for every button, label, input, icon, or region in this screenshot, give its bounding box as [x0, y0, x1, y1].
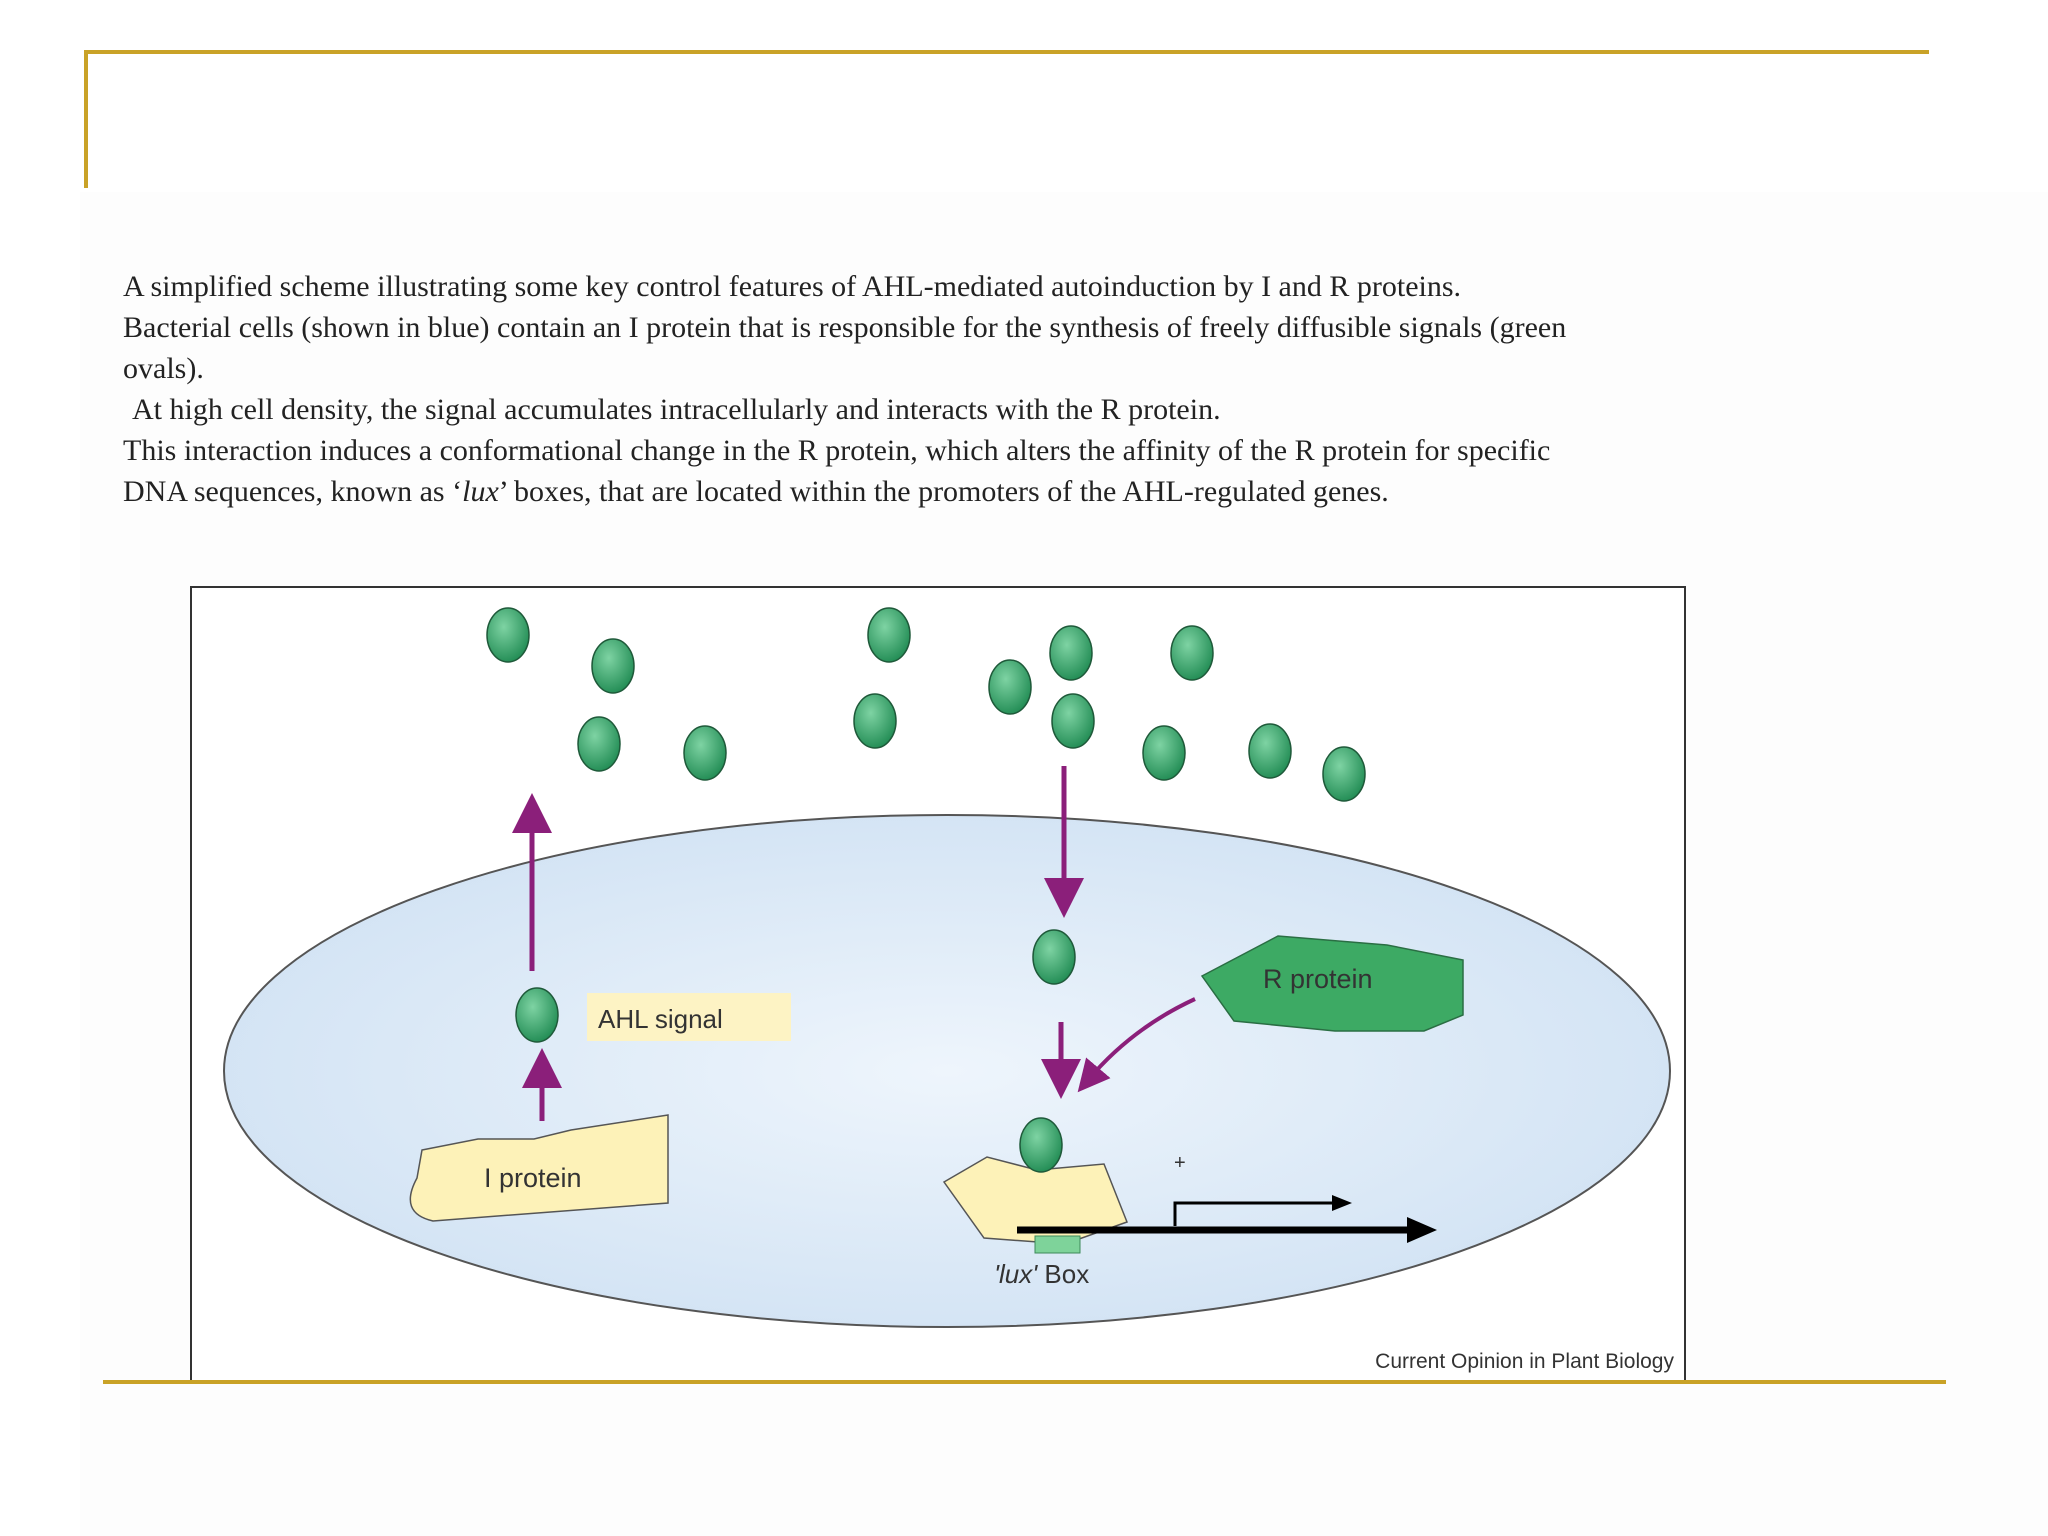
- ahl-signal-label: AHL signal: [598, 1004, 723, 1034]
- signal-oval: [591, 638, 635, 694]
- diagram-canvas: AHL signal I protein R protein + 'lux' B…: [223, 607, 1674, 1373]
- lux-box-label: 'lux' Box: [994, 1259, 1089, 1289]
- transcription-arrow-head: [1332, 1195, 1352, 1211]
- signal-oval: [1170, 625, 1214, 681]
- signal-oval: [853, 693, 897, 749]
- caption-line-6-start: DNA sequences, known as ‘: [123, 475, 463, 508]
- signal-oval: [1322, 746, 1366, 802]
- dna-arrow-head: [1407, 1217, 1437, 1243]
- arrows: [512, 766, 1196, 1121]
- signal-oval: [486, 607, 530, 663]
- signal-oval: [1248, 723, 1292, 779]
- signal-oval: [1049, 625, 1093, 681]
- caption-line-1: A simplified scheme illustrating some ke…: [123, 270, 1462, 303]
- r-protein-label: R protein: [1263, 964, 1373, 994]
- caption-line-3: ovals).: [123, 352, 204, 385]
- transcription-start-arrow: [1173, 1201, 1337, 1226]
- i-protein-label: I protein: [484, 1163, 582, 1193]
- signal-oval: [988, 659, 1032, 715]
- gold-frame-top-rule: [84, 50, 1929, 54]
- caption-line-2: Bacterial cells (shown in blue) contain …: [123, 311, 1567, 344]
- ahl-signal-oval: [515, 987, 559, 1043]
- gold-frame-left-rule: [84, 50, 88, 188]
- lux-box: [1034, 1235, 1081, 1254]
- arrow-r-protein-to-complex: [1077, 997, 1196, 1093]
- intracellular-signal-oval: [1032, 929, 1076, 985]
- signal-oval: [867, 607, 911, 663]
- figure-credit: Current Opinion in Plant Biology: [1375, 1350, 1674, 1373]
- r-protein-complex-shape: [942, 1156, 1128, 1245]
- extracellular-signals: [486, 607, 1366, 802]
- gold-frame-bottom-rule: [103, 1380, 1946, 1384]
- lux-italic-term: lux: [462, 475, 499, 508]
- lux-box-label-rest: Box: [1037, 1259, 1089, 1289]
- caption-line-6-end: ’ boxes, that are located within the pro…: [498, 475, 1389, 508]
- caption-line-6: DNA sequences, known as ‘lux’ boxes, tha…: [123, 471, 1743, 512]
- signal-oval: [577, 716, 621, 772]
- bound-signal-oval: [1019, 1117, 1063, 1173]
- caption-line-5: This interaction induces a conformationa…: [123, 434, 1551, 467]
- signal-oval: [1051, 693, 1095, 749]
- r-protein-shape: [1200, 935, 1464, 1032]
- i-protein-shape: [409, 1114, 669, 1222]
- signal-oval: [683, 725, 727, 781]
- signal-oval: [1142, 725, 1186, 781]
- lux-box-label-italic: 'lux': [994, 1259, 1038, 1289]
- bacterial-cell: [223, 814, 1671, 1328]
- caption-line-4: At high cell density, the signal accumul…: [132, 393, 1221, 426]
- activation-plus-sign: +: [1174, 1152, 1186, 1174]
- slide-caption: A simplified scheme illustrating some ke…: [123, 266, 1743, 512]
- autoinduction-diagram: AHL signal I protein R protein + 'lux' B…: [190, 586, 1686, 1384]
- ahl-label-box: [587, 993, 791, 1041]
